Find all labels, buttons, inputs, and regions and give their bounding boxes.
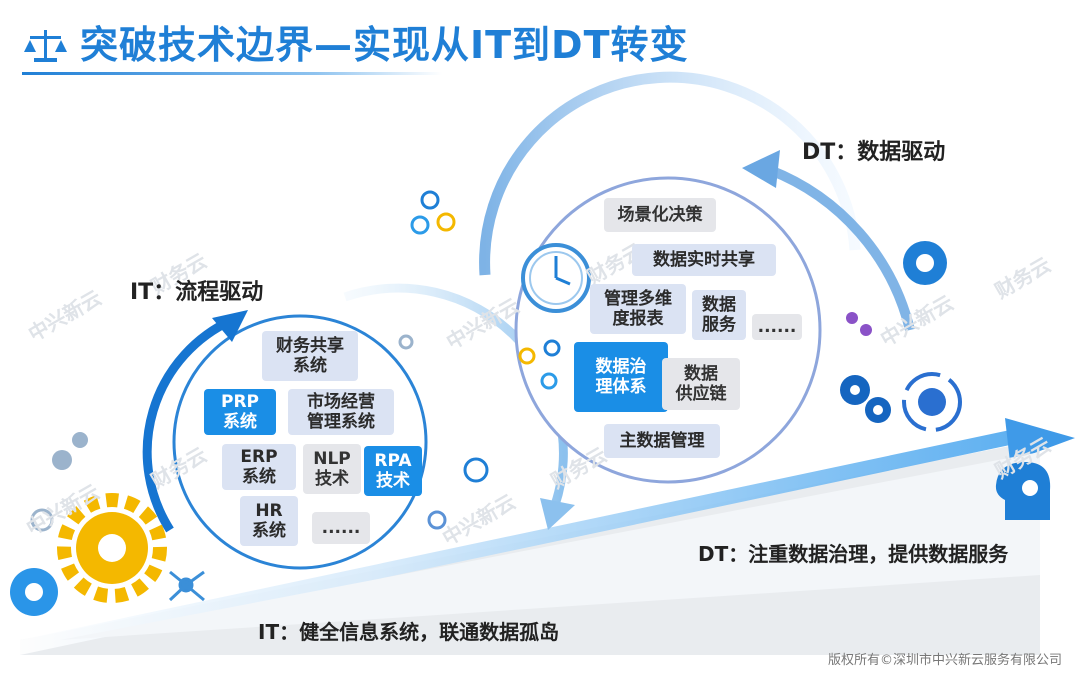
page-title: 突破技术边界—实现从IT到DT转变 bbox=[80, 23, 689, 67]
blue-circle-icon bbox=[10, 568, 58, 616]
clock-icon bbox=[521, 243, 591, 313]
left-to-right-arc bbox=[343, 283, 568, 507]
left-cycle-item: ERP 系统 bbox=[222, 444, 296, 490]
small-gears-icon bbox=[30, 190, 561, 532]
ramp-upper-label: DT：注重数据治理，提供数据服务 bbox=[698, 542, 1009, 566]
ramp-lower-label: IT：健全信息系统，联通数据孤岛 bbox=[258, 620, 560, 644]
blue-gears-icon bbox=[840, 375, 891, 423]
copyright: 版权所有©深圳市中兴新云服务有限公司 bbox=[827, 653, 1062, 668]
right-cycle-top-arrow bbox=[768, 165, 915, 332]
right-cycle-item: 主数据管理 bbox=[604, 424, 720, 458]
right-cycle-item: 数据实时共享 bbox=[632, 244, 776, 276]
right-cycle-item: 数据 服务 bbox=[692, 290, 746, 340]
right-cycle-item: 数据 供应链 bbox=[662, 358, 740, 410]
right-cycle-label: DT：数据驱动 bbox=[802, 140, 946, 165]
left-cycle-ring bbox=[172, 314, 428, 570]
right-cycle-item: 管理多维 度报表 bbox=[590, 284, 686, 334]
gear-wrench-icon bbox=[903, 241, 947, 285]
right-cycle-item: ...... bbox=[752, 314, 802, 340]
left-cycle-item: 财务共享 系统 bbox=[262, 331, 358, 381]
title-underline bbox=[22, 72, 442, 75]
left-cycle-item: HR 系统 bbox=[240, 496, 298, 546]
network-icon bbox=[168, 570, 205, 602]
yellow-gear-icon bbox=[57, 493, 167, 603]
head-gear-icon bbox=[995, 462, 1051, 520]
right-cycle-arc bbox=[479, 71, 861, 276]
left-cycle-arrow bbox=[142, 315, 234, 533]
left-cycle-item: ...... bbox=[312, 512, 370, 544]
globe-cycle-icon bbox=[902, 372, 962, 432]
right-cycle-item: 场景化决策 bbox=[604, 198, 716, 232]
left-cycle-item: PRP 系统 bbox=[204, 389, 276, 435]
gears-gray-icon bbox=[52, 432, 88, 470]
ramp-arrowhead bbox=[1005, 418, 1075, 462]
purple-gears-icon bbox=[846, 312, 872, 336]
left-cycle-label: IT：流程驱动 bbox=[130, 280, 264, 305]
ramp-top bbox=[20, 430, 1010, 655]
title-scale-icon bbox=[24, 30, 67, 62]
left-cycle-item: NLP 技术 bbox=[303, 444, 361, 494]
left-cycle-item: 市场经营 管理系统 bbox=[288, 389, 394, 435]
right-cycle-item: 数据治 理体系 bbox=[574, 342, 668, 412]
left-cycle-item: RPA 技术 bbox=[364, 446, 422, 496]
